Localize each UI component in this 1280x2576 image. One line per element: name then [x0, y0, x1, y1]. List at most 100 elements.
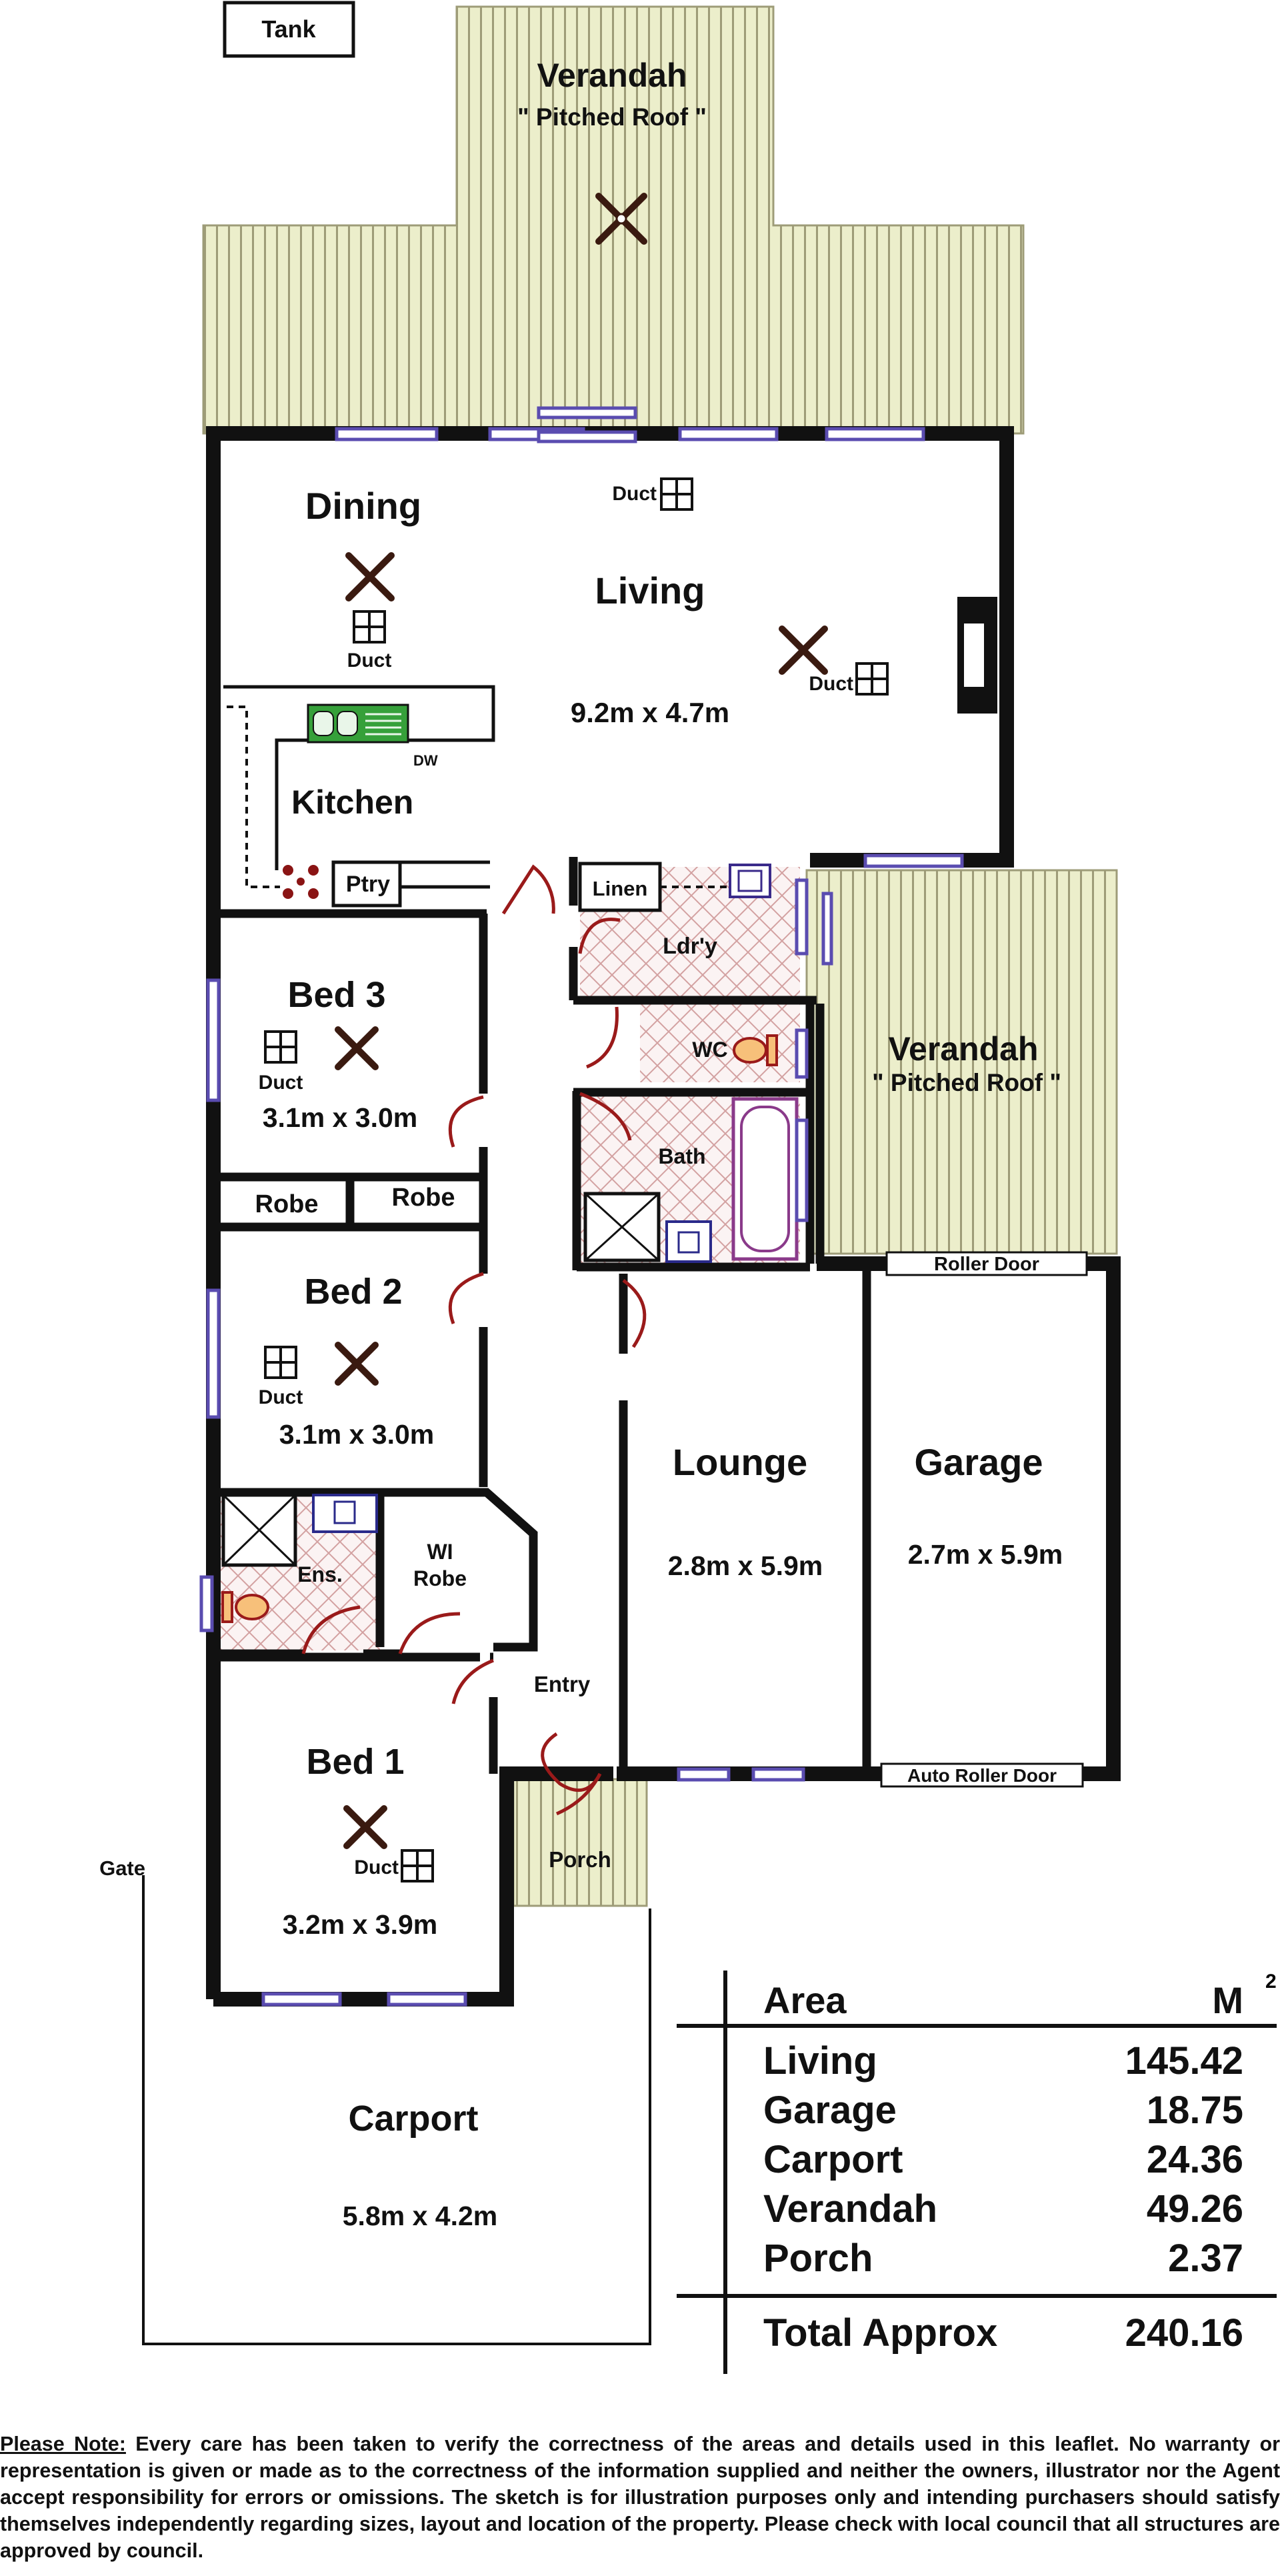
wi-robe-label-1: WI: [427, 1540, 453, 1564]
tank-outline: [223, 1, 355, 58]
door-swings: [301, 864, 647, 1816]
side-verandah-label: Verandah: [888, 1030, 1038, 1068]
wc-label: WC: [692, 1038, 727, 1062]
carport-outline: [142, 1875, 651, 2345]
duct-icon: [660, 477, 693, 511]
interior-walls: [220, 857, 871, 1774]
bed3-dims: 3.1m x 3.0m: [263, 1102, 418, 1133]
auto-roller-door-label: Auto Roller Door: [907, 1765, 1057, 1786]
wi-robe-label-2: Robe: [413, 1566, 467, 1590]
table-row: Garage 18.75: [763, 2088, 1243, 2133]
row-value: 2.37: [1168, 2237, 1243, 2280]
ceiling-fan-icon: [595, 193, 647, 245]
duct-label-bed1: Duct: [354, 1856, 399, 1878]
tank-label: Tank: [261, 15, 316, 43]
row-value: 18.75: [1146, 2089, 1243, 2132]
sink-icon: [307, 704, 409, 744]
table-row: Carport 24.36: [763, 2137, 1243, 2182]
bed1-label: Bed 1: [306, 1742, 404, 1782]
total-value: 240.16: [1125, 2311, 1243, 2355]
ceiling-fan-icon: [345, 552, 395, 601]
living-label: Living: [595, 569, 705, 611]
bed1-dims: 3.2m x 3.9m: [283, 1909, 438, 1940]
ensuite-toilet-icon: [221, 1591, 269, 1623]
unit-superscript: 2: [1265, 1971, 1277, 1993]
table-row: Porch 2.37: [763, 2236, 1243, 2281]
row-label: Living: [763, 2039, 877, 2083]
duct-icon: [353, 610, 386, 643]
unit-label: M: [1212, 1979, 1243, 2021]
row-label: Carport: [763, 2138, 903, 2181]
linen-cupboard: [578, 862, 662, 912]
duct-label-dining: Duct: [347, 650, 392, 672]
row-label: Porch: [763, 2237, 873, 2280]
kitchen-label: Kitchen: [291, 784, 413, 821]
robe-a-label: Robe: [255, 1190, 319, 1218]
disclaimer-heading: Please Note:: [0, 2433, 126, 2455]
garage-label: Garage: [915, 1441, 1043, 1483]
gate-label: Gate: [99, 1856, 145, 1880]
duct-icon: [264, 1346, 297, 1379]
ensuite-label: Ens.: [297, 1562, 343, 1586]
pantry-label: Ptry: [346, 872, 390, 897]
ensuite-vanity-icon: [312, 1494, 378, 1533]
floor-plan: Tank Verandah " Pitched Roof " Verandah …: [99, 1, 1121, 2345]
row-value: 145.42: [1125, 2039, 1243, 2083]
row-label: Garage: [763, 2089, 897, 2132]
lounge-label: Lounge: [673, 1441, 807, 1483]
duct-label-living-top: Duct: [612, 483, 657, 505]
laundry-tub-icon: [729, 864, 771, 898]
roller-door-labels: Roller Door Auto Roller Door: [880, 1251, 1088, 1788]
bath-label: Bath: [658, 1144, 705, 1168]
kitchen-joinery: [223, 685, 495, 908]
table-header-rule: [677, 2024, 1277, 2028]
rear-verandah: [202, 5, 1025, 435]
duct-icon: [401, 1849, 434, 1882]
duct-icons: [264, 477, 889, 1882]
toilet-icon: [733, 1034, 778, 1066]
disclaimer-text: Every care has been taken to verify the …: [0, 2433, 1280, 2562]
table-total-row: Total Approx 240.16: [763, 2311, 1243, 2355]
vanity-icon: [665, 1220, 712, 1263]
garage-dims: 2.7m x 5.9m: [908, 1539, 1063, 1570]
duct-label-living: Duct: [809, 673, 853, 695]
carport-dims: 5.8m x 4.2m: [343, 2201, 498, 2231]
robe-b-label: Robe: [392, 1184, 455, 1212]
bathtub-icon: [731, 1097, 799, 1261]
duct-label-bed2: Duct: [259, 1386, 303, 1408]
linen-label: Linen: [593, 877, 648, 900]
table-vertical-rule: [723, 1971, 727, 2374]
disclaimer: Please Note: Every care has been taken t…: [0, 2431, 1280, 2564]
ceiling-fan-icon: [343, 1805, 387, 1849]
duct-icon: [855, 662, 889, 696]
windows: [199, 406, 964, 2007]
bed2-label: Bed 2: [304, 1272, 402, 1312]
side-verandah-note: " Pitched Roof ": [872, 1069, 1061, 1096]
roller-door-label: Roller Door: [934, 1254, 1039, 1275]
shower-icon: [583, 1192, 661, 1262]
table-row: Verandah 49.26: [763, 2187, 1243, 2231]
rear-verandah-note: " Pitched Roof ": [517, 103, 707, 131]
rear-verandah-label: Verandah: [537, 57, 687, 94]
lounge-dims: 2.8m x 5.9m: [668, 1550, 823, 1581]
carport-label: Carport: [348, 2099, 478, 2139]
laundry-label: Ldr'y: [663, 934, 717, 959]
duct-label-bed3: Duct: [259, 1072, 303, 1094]
bed3-label: Bed 3: [287, 975, 385, 1015]
dining-label: Dining: [305, 485, 421, 527]
row-value: 24.36: [1146, 2138, 1243, 2181]
total-label: Total Approx: [763, 2311, 998, 2355]
area-header-label: Area: [763, 1979, 847, 2021]
living-dims: 9.2m x 4.7m: [571, 697, 729, 728]
kitchen-dashed-line: [227, 706, 280, 888]
ceiling-fan-icons: [335, 552, 828, 1849]
entry-label: Entry: [534, 1672, 591, 1696]
area-header-unit: M: [1212, 1979, 1243, 2022]
row-label: Verandah: [763, 2187, 938, 2231]
table-row: Living 145.42: [763, 2039, 1243, 2083]
ceiling-fan-icon: [779, 625, 828, 675]
porch-label: Porch: [549, 1847, 611, 1872]
table-total-rule: [677, 2294, 1277, 2298]
duct-icon: [264, 1030, 297, 1064]
ensuite-shower-icon: [221, 1493, 297, 1567]
